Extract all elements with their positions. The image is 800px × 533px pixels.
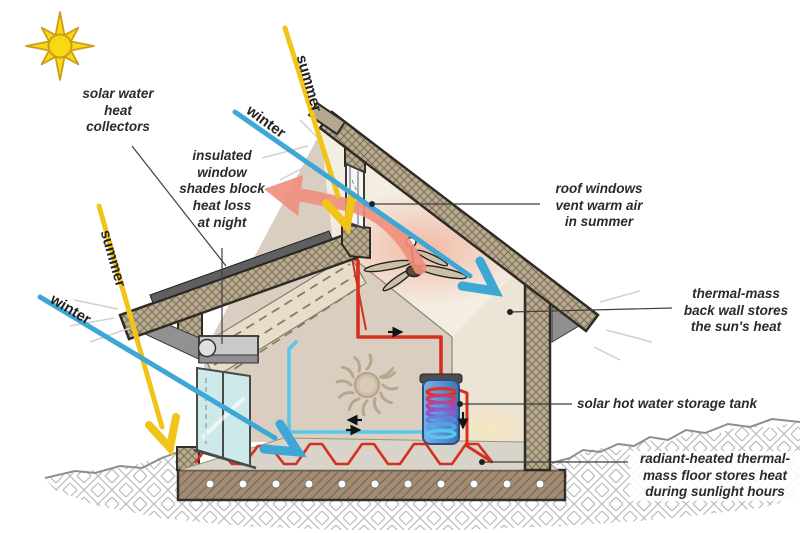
- leader-lines: [131, 145, 673, 465]
- south-window: [193, 366, 257, 470]
- label-thermal-mass-wall: thermal-mass back wall stores the sun's …: [683, 286, 789, 335]
- flow-arrows: [346, 326, 469, 436]
- summer-ray-lower: [96, 203, 180, 457]
- label-roof-windows: roof windows vent warm air in summer: [555, 181, 643, 230]
- thermal-mass-wall-face: [452, 275, 525, 442]
- winter-ray-upper: [232, 109, 503, 297]
- sun-relief-icon: [335, 353, 399, 417]
- winter-ray-lower: [37, 294, 307, 458]
- sun-icon: [25, 11, 95, 81]
- label-window-shades: insulated window shades block heat loss …: [179, 148, 265, 230]
- summer-ray-upper: [282, 25, 356, 235]
- solar-collector-panel: [149, 230, 333, 304]
- storage-tank: [419, 373, 463, 445]
- leader-thermal-wall: [509, 307, 673, 313]
- label-solar-collectors: solar water heat collectors: [82, 86, 154, 135]
- shade-box: [197, 335, 259, 364]
- floor-slab: [176, 446, 567, 502]
- leader-solar-collectors: [131, 145, 227, 267]
- label-radiant-floor: radiant-heated thermal- mass floor store…: [630, 451, 800, 502]
- right-wall: [523, 279, 552, 472]
- label-storage-tank: solar hot water storage tank: [577, 396, 758, 411]
